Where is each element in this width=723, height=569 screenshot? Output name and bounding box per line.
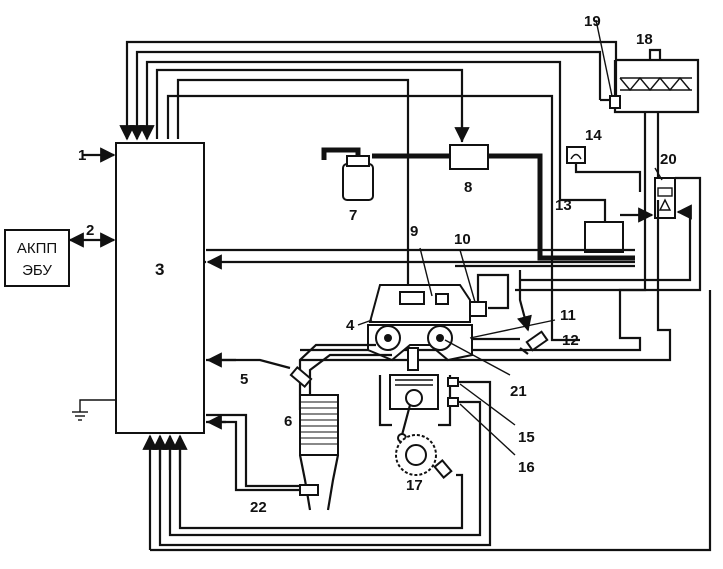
label-2: 2 [86,222,94,239]
gauge-14 [566,146,642,192]
crank-trigger-wheel [395,434,437,476]
intake-manifold [368,284,471,323]
spark-plug [407,347,419,371]
catalytic-converter [298,394,340,511]
fuel-return-line [300,200,647,352]
label-3: 3 [155,260,164,279]
charcoal-canister [321,147,374,201]
exhaust-manifold [298,343,392,410]
label-8: 8 [464,179,472,196]
label-6: 6 [284,413,292,430]
fuel-injector [519,330,549,355]
label-4: 4 [346,317,355,334]
purge-valve [449,144,489,170]
fuel-pump-module [515,176,702,292]
transmission-ecu-block: АКПП ЭБУ [4,229,70,287]
component-13-box [584,221,624,253]
label-11: 11 [560,307,576,324]
label-5: 5 [240,371,248,388]
label-15: 15 [518,429,535,446]
downstream-oxygen-sensor [206,413,319,496]
tank-pressure-sensor [600,95,621,109]
main-ecu-block [115,142,205,434]
label-12: 12 [562,332,579,349]
sensor-16 [168,397,482,537]
bottom-signal-bundle [142,290,712,552]
label-1: 1 [78,147,86,164]
idle-air-valve [469,273,510,317]
engine-cylinder [378,374,452,443]
label-14: 14 [585,127,602,144]
transmission-ecu-line2: ЭБУ [22,262,52,279]
purge-hose [488,153,635,261]
label-20: 20 [660,151,677,168]
cylinder-head [367,324,473,362]
label-10: 10 [454,231,471,248]
label-21: 21 [510,383,527,400]
label-22: 22 [250,499,267,516]
leader-21 [444,339,511,376]
crank-position-sensor [178,437,464,530]
label-13: 13 [555,197,572,214]
label-16: 16 [518,459,535,476]
label-17: 17 [406,477,423,494]
fuel-feed-line [300,200,672,362]
sensor-15 [158,377,492,547]
label-18: 18 [636,31,653,48]
label-7: 7 [349,207,357,224]
ground-symbol [72,399,116,421]
leader-lines [357,19,663,456]
label-9: 9 [410,223,418,240]
top-signal-bundle [119,40,618,342]
label-19: 19 [584,13,601,30]
upstream-oxygen-sensor [206,352,313,389]
transmission-ecu-line1: АКПП [17,240,57,257]
